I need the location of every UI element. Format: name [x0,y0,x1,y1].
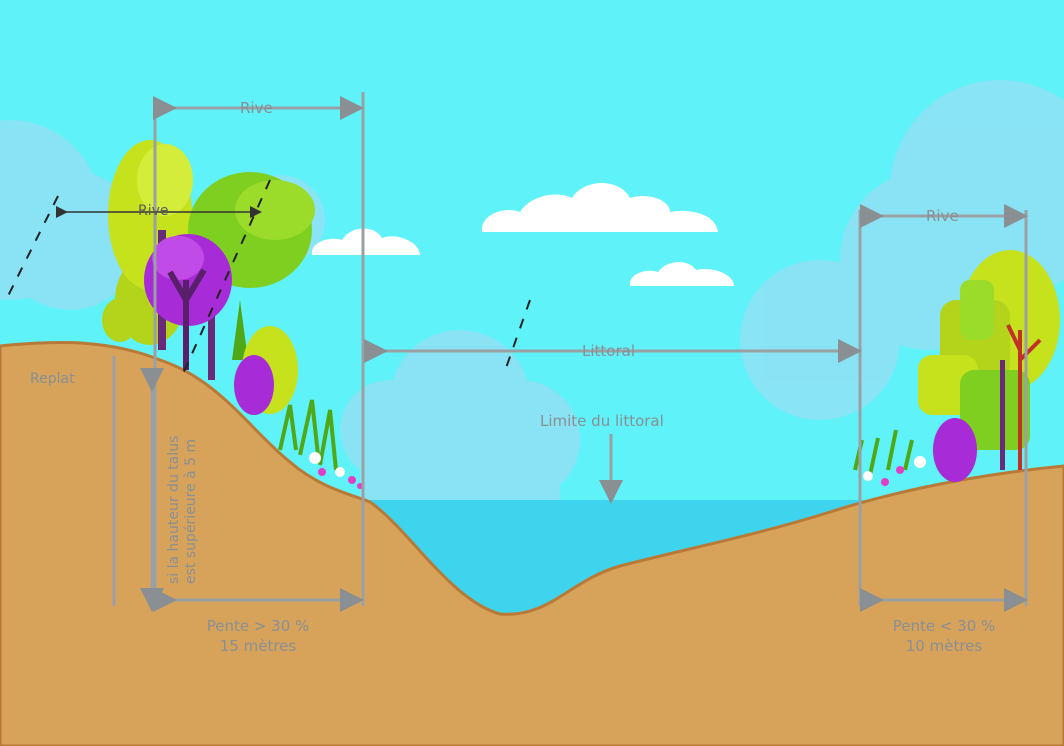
label-rive-left-small: Rive [138,203,169,219]
label-limite-littoral: Limite du littoral [540,412,664,430]
label-right-slope: Pente < 30 % 10 mètres [884,616,1004,656]
right-slope-line2: 10 mètres [905,637,983,655]
label-replat: Replat [30,371,75,387]
right-trees [853,250,1060,486]
label-left-slope: Pente > 30 % 15 mètres [198,616,318,656]
talus-note-line1: si la hauteur du talus [166,435,182,584]
white-clouds [311,183,734,286]
label-rive-left-top: Rive [240,99,273,117]
dashed-guides [5,179,531,377]
left-trees [102,140,363,489]
label-littoral: Littoral [582,342,635,360]
right-slope-line1: Pente < 30 % [892,617,996,635]
label-talus-note: si la hauteur du talus est supérieure à … [166,436,200,584]
left-slope-line2: 15 mètres [219,637,297,655]
left-slope-line1: Pente > 30 % [206,617,310,635]
dimension-lines [112,92,1028,612]
label-rive-right: Rive [926,207,959,225]
talus-note-line2: est supérieure à 5 m [183,438,199,584]
ground [0,341,1064,746]
